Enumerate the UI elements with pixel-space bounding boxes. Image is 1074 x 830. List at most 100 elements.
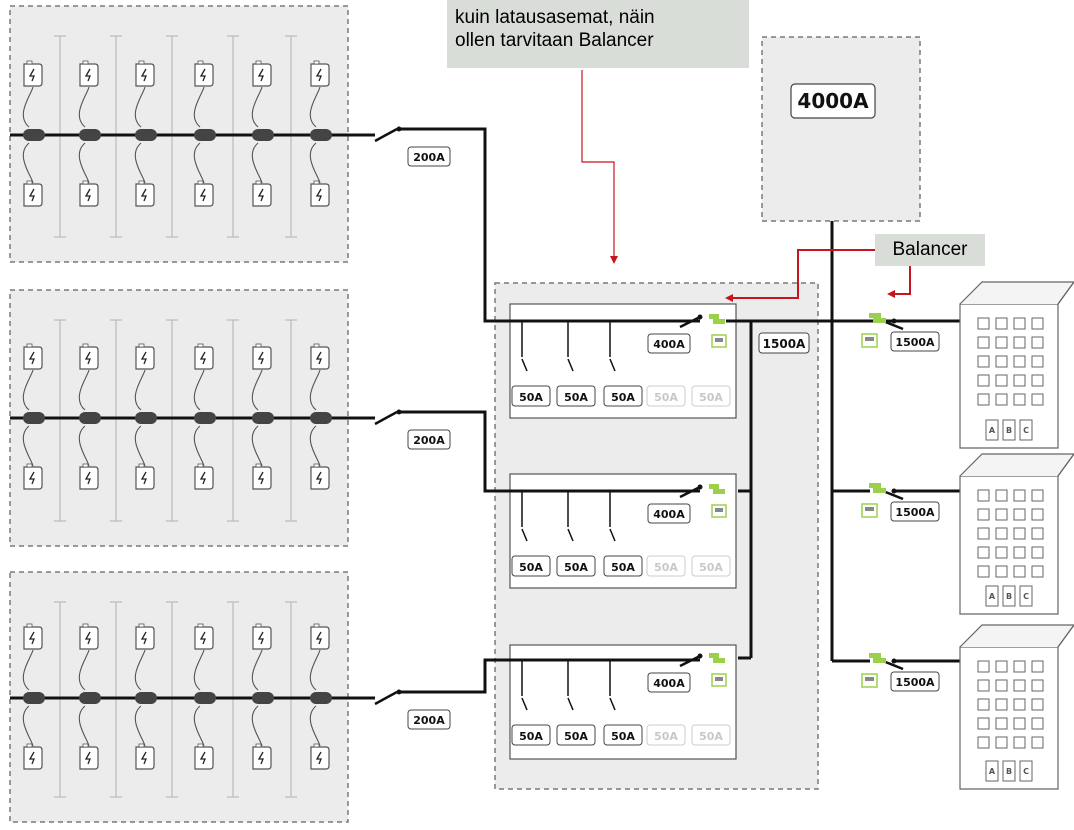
meter-display (865, 507, 874, 511)
door-label: A (989, 592, 996, 601)
balancer-icon (869, 483, 881, 488)
panel-rating-label: 400A (653, 508, 685, 521)
window-icon (1013, 374, 1026, 387)
switch-icon (567, 697, 574, 711)
window-icon (1031, 717, 1044, 730)
balancer-icon (869, 653, 881, 658)
window-icon (1013, 717, 1026, 730)
charger-icon (310, 60, 330, 87)
charger-icon (194, 180, 214, 207)
breaker-box (556, 724, 596, 746)
switch-icon (609, 697, 616, 711)
window-icon (995, 660, 1008, 673)
breaker-label: 50A (564, 730, 588, 743)
connector-icon (252, 129, 274, 141)
panel-rating-label: 400A (653, 677, 685, 690)
switch-icon (521, 528, 528, 542)
building-rating-box (890, 331, 940, 352)
balancer-arrow-right (887, 266, 911, 298)
charger-icon (310, 743, 330, 770)
cable-line (134, 369, 146, 411)
balancer-icon (869, 313, 881, 318)
switch-icon (567, 528, 574, 542)
connector-icon (135, 692, 157, 704)
charger-icon (135, 180, 155, 207)
window-icon (1013, 679, 1026, 692)
door-label: B (1006, 592, 1012, 601)
window-icon (1013, 336, 1026, 349)
window-icon (995, 336, 1008, 349)
feeder-rating-label: 200A (413, 151, 445, 164)
panel-rating-box (647, 333, 691, 354)
breaker-label: 50A (611, 730, 635, 743)
connector-icon (252, 692, 274, 704)
switch-pivot (891, 318, 897, 324)
door-icon (1002, 760, 1016, 782)
building-roof (959, 624, 1074, 648)
window-icon (1031, 489, 1044, 502)
charger-icon (194, 743, 214, 770)
building-side (1057, 453, 1074, 477)
breaker-box (691, 385, 731, 407)
window-icon (977, 660, 990, 673)
balancer-icon (709, 484, 719, 489)
meter-display (865, 337, 874, 341)
charger-icon (23, 463, 43, 490)
window-icon (977, 336, 990, 349)
charger-icon (23, 180, 43, 207)
window-icon (995, 527, 1008, 540)
cable-line (193, 369, 205, 411)
door-icon (1019, 419, 1033, 441)
switch-icon (374, 127, 398, 143)
breaker-label: 50A (699, 561, 723, 574)
cable-line (251, 369, 263, 411)
switch-pivot (697, 653, 703, 659)
cable-line (309, 649, 321, 691)
panel-rating-box (647, 672, 691, 693)
charger-icon (310, 623, 330, 650)
charger-icon (23, 743, 43, 770)
cable-line (251, 649, 263, 691)
charger-icon (194, 343, 214, 370)
feeder-rating-label: 200A (413, 434, 445, 447)
door-icon (985, 419, 999, 441)
main-supply-label: 4000A (797, 89, 869, 113)
building-rating-label: 1500A (895, 676, 935, 689)
window-icon (995, 393, 1008, 406)
breaker-box (556, 555, 596, 577)
breaker-label: 50A (564, 561, 588, 574)
window-icon (977, 355, 990, 368)
feeder-rating-box (407, 429, 451, 450)
window-icon (1013, 546, 1026, 559)
door-label: B (1006, 426, 1012, 435)
window-icon (977, 527, 990, 540)
connector-icon (194, 129, 216, 141)
charger-icon (79, 623, 99, 650)
breaker-label: 50A (611, 391, 635, 404)
connector-icon (23, 692, 45, 704)
door-icon (1002, 585, 1016, 607)
annotation-line-2: ollen tarvitaan Balancer (455, 30, 654, 51)
switch-pivot (697, 484, 703, 490)
breaker-box (511, 385, 551, 407)
window-icon (995, 736, 1008, 749)
door-icon (985, 585, 999, 607)
window-icon (977, 565, 990, 578)
cable-line (193, 649, 205, 691)
balancer-icon (873, 318, 886, 323)
breaker-label: 50A (654, 561, 678, 574)
breaker-box (603, 724, 643, 746)
charger-icon (23, 623, 43, 650)
window-icon (1031, 527, 1044, 540)
balancer-icon (709, 314, 719, 319)
meter-display (715, 338, 723, 342)
door-label: A (989, 426, 996, 435)
switch-icon (374, 690, 398, 706)
breaker-box (646, 724, 686, 746)
window-icon (977, 679, 990, 692)
main-supply-box (790, 83, 876, 119)
breaker-box (691, 724, 731, 746)
window-icon (995, 565, 1008, 578)
window-icon (995, 717, 1008, 730)
connector-icon (23, 129, 45, 141)
